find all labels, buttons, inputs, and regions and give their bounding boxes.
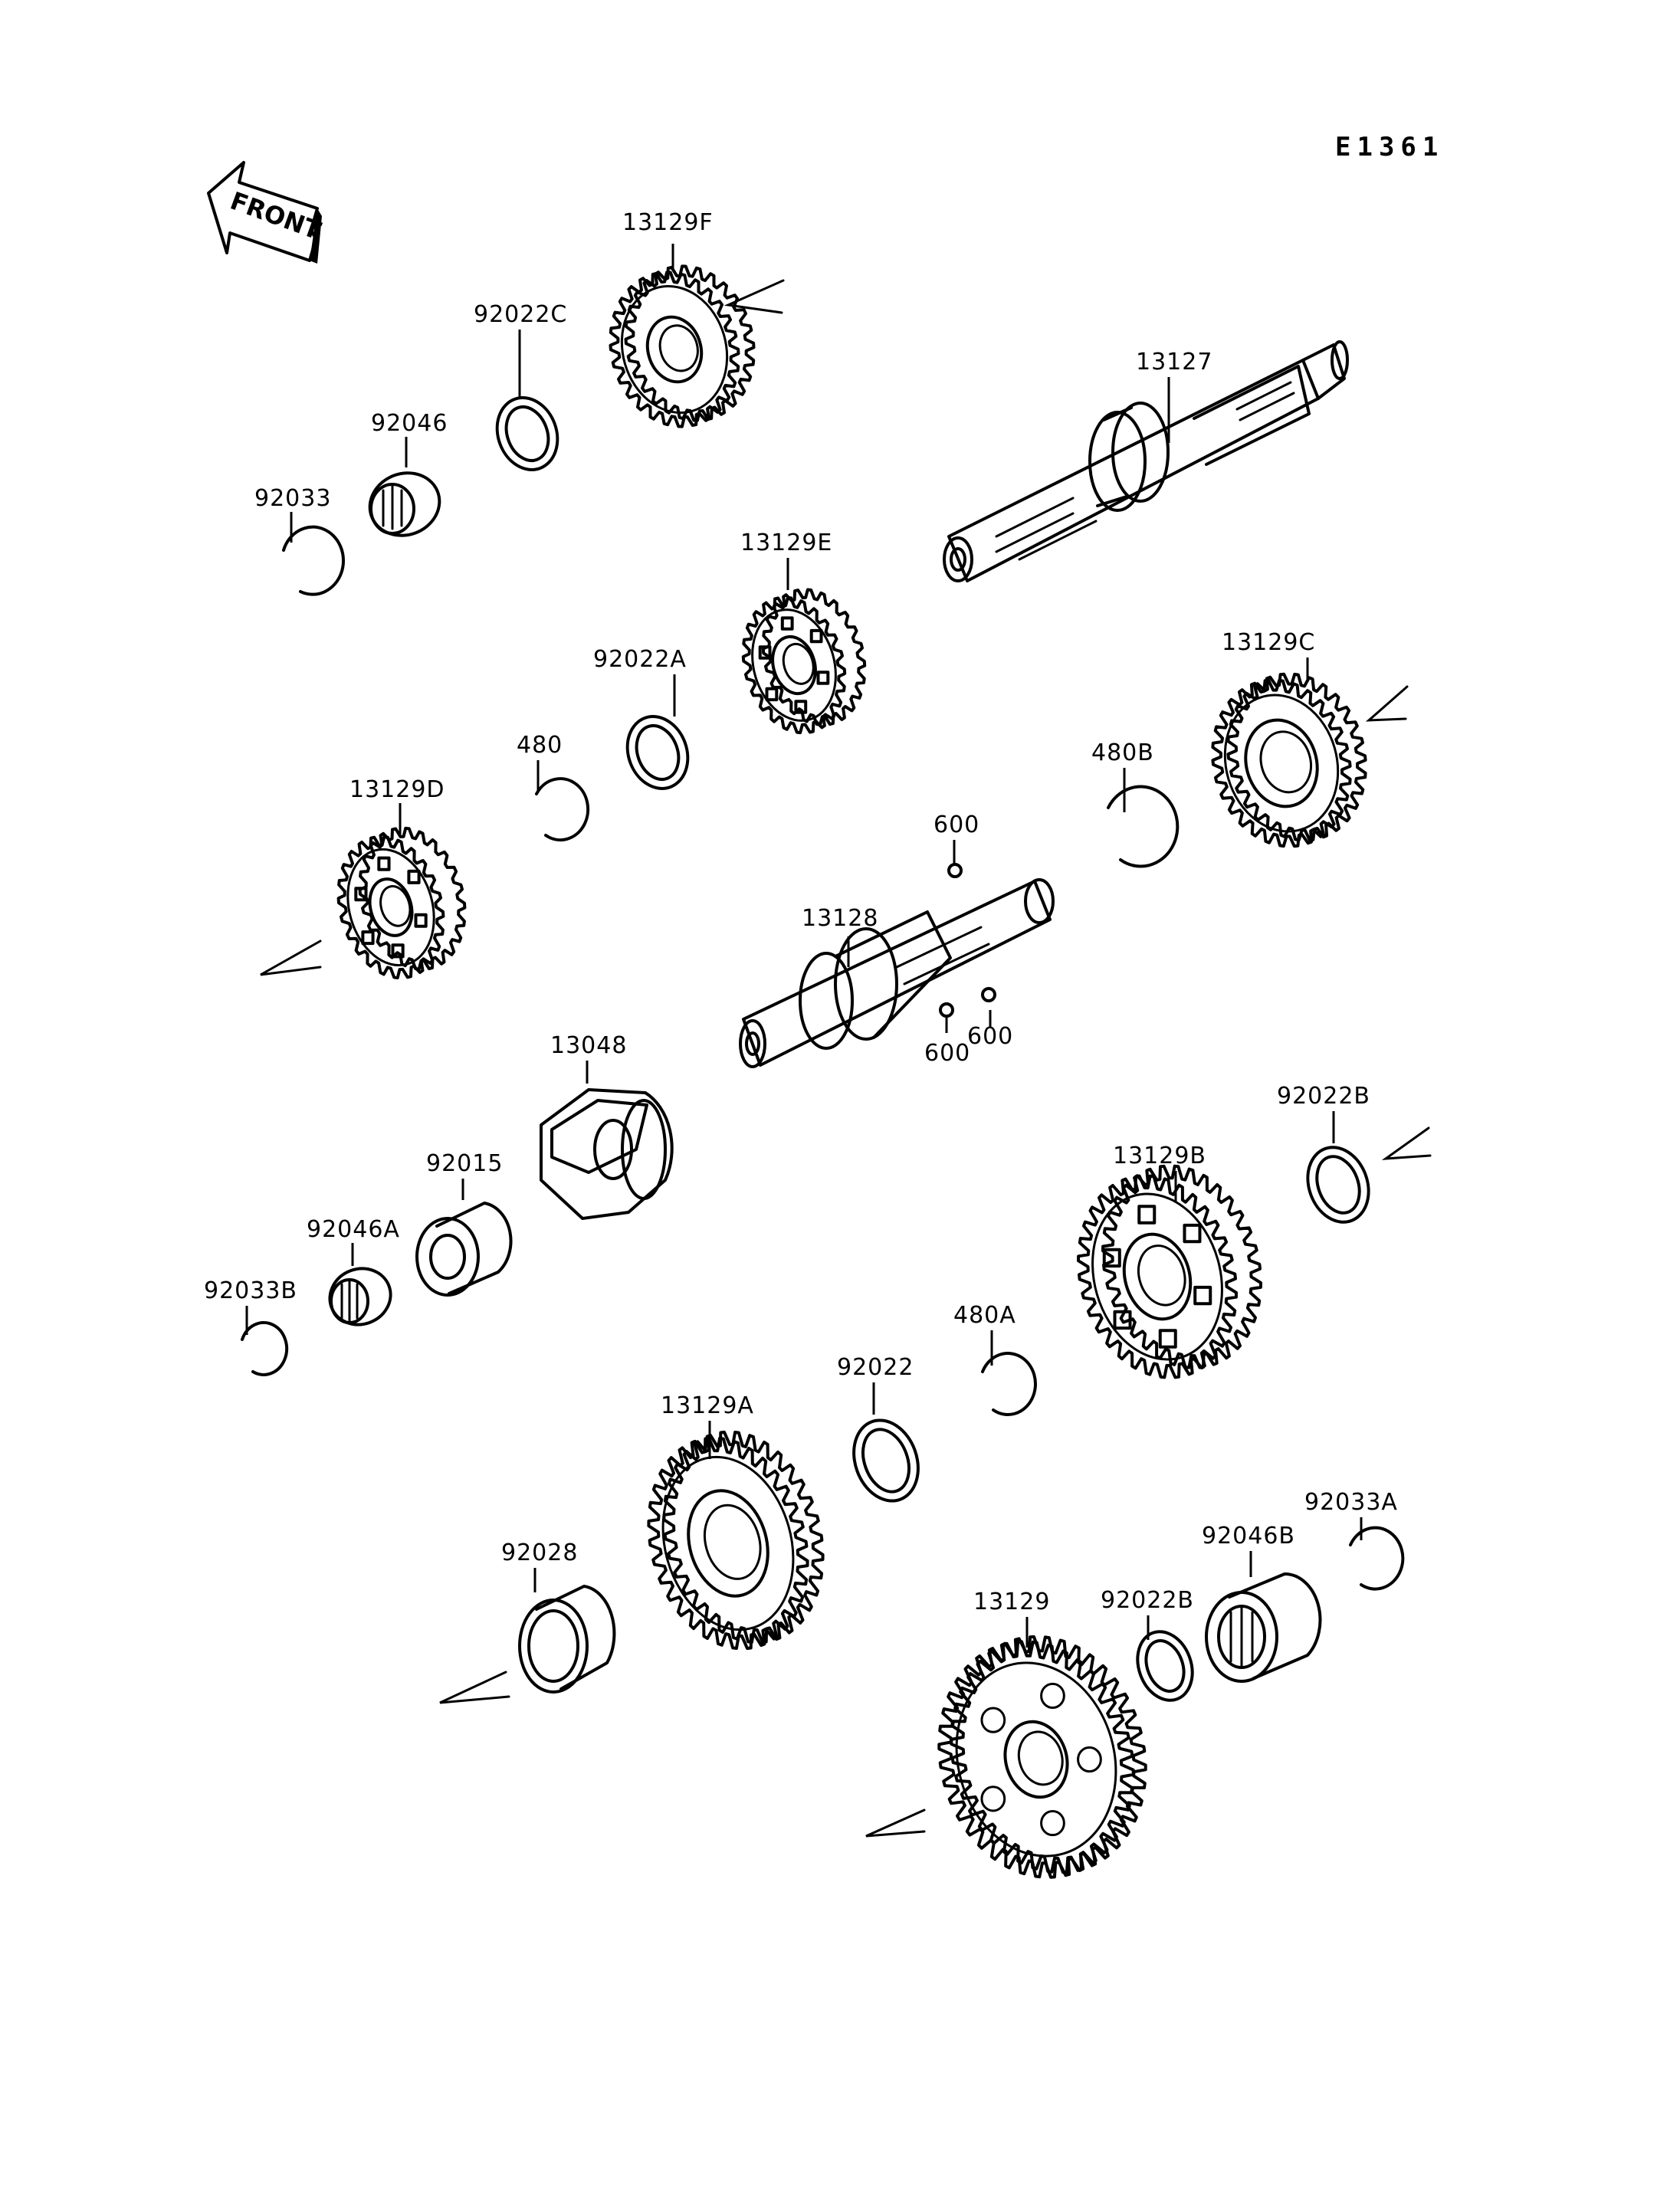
label-92015: 92015 <box>426 1150 503 1177</box>
collar-92015 <box>415 1202 513 1297</box>
label-13129B: 13129B <box>1113 1143 1206 1169</box>
gear-13129F <box>609 264 756 428</box>
direction-arrow-icons <box>260 279 1432 1838</box>
label-13048: 13048 <box>550 1032 627 1059</box>
gear-13129 <box>937 1635 1147 1879</box>
circlip-92033 <box>282 525 346 596</box>
shaft-13127 <box>943 340 1349 582</box>
shift-dog-13048 <box>540 1088 674 1220</box>
parts-layer <box>241 264 1405 1879</box>
gear-13129C <box>1211 672 1367 848</box>
label-92022B-upper: 92022B <box>1277 1083 1370 1110</box>
label-480B: 480B <box>1091 739 1154 766</box>
label-13129E: 13129E <box>740 530 832 556</box>
front-arrow-icon: FRONT <box>207 161 325 264</box>
label-92022: 92022 <box>837 1354 914 1381</box>
ball-600-right <box>981 987 996 1002</box>
washer-92022A <box>625 715 690 790</box>
bushing-92028 <box>518 1585 616 1694</box>
label-92022B-lower: 92022B <box>1101 1587 1194 1614</box>
label-480: 480 <box>517 732 563 759</box>
washer-92022B-lower <box>1136 1630 1194 1702</box>
gear-13129B <box>1077 1164 1262 1379</box>
label-92033: 92033 <box>254 485 331 512</box>
label-13129C: 13129C <box>1222 629 1315 656</box>
label-92033A: 92033A <box>1304 1489 1398 1516</box>
washer-92022B-upper <box>1306 1146 1370 1224</box>
label-480A: 480A <box>953 1302 1016 1329</box>
gear-13129A <box>647 1430 825 1651</box>
gear-13129E-back <box>761 588 867 726</box>
gear-13129D-face <box>336 835 445 979</box>
label-13129F: 13129F <box>622 209 714 236</box>
part-labels: 13129F 92022C 92046 92033 13127 13129E 9… <box>204 209 1398 1615</box>
label-600-left: 600 <box>924 1040 970 1067</box>
circlip-480B <box>1107 785 1180 868</box>
gear-13129A-face <box>647 1436 809 1651</box>
gear-13129B-back <box>1101 1164 1262 1369</box>
circlip-92033B <box>241 1321 289 1376</box>
label-600-right: 600 <box>967 1023 1013 1050</box>
ball-600-left <box>939 1002 954 1018</box>
washer-92022C <box>495 396 559 471</box>
gear-13129C-back <box>1226 672 1367 842</box>
shaft-13128-gear <box>799 910 952 1050</box>
label-13127: 13127 <box>1136 349 1212 375</box>
gear-13129D <box>336 826 467 979</box>
gear-13129E-face <box>741 595 847 735</box>
gears-group <box>336 264 1367 1879</box>
washer-92022 <box>852 1418 920 1503</box>
gear-13129B-face <box>1077 1174 1238 1379</box>
shaft-13128 <box>739 878 1055 1068</box>
label-13129D: 13129D <box>349 776 445 803</box>
diagram-code: E1361 <box>1335 132 1444 162</box>
direction-arrow-icon <box>260 939 322 976</box>
direction-arrow-icon <box>1365 685 1409 722</box>
gear-13129-face <box>937 1640 1135 1879</box>
label-600-top: 600 <box>934 812 979 838</box>
gear-13129D-back <box>358 826 467 971</box>
label-92022A: 92022A <box>593 646 687 673</box>
gear-13129F-back <box>624 264 756 422</box>
circlip-480 <box>535 777 590 842</box>
gear-13129F-face <box>609 271 740 428</box>
label-92046: 92046 <box>371 410 448 437</box>
gear-13129E <box>741 588 867 735</box>
bearing-92046 <box>368 471 441 537</box>
label-13129A: 13129A <box>661 1392 754 1419</box>
shaft-13127-gear <box>1088 402 1170 512</box>
leader-lines <box>245 244 1363 1648</box>
ball-600-top <box>947 863 963 878</box>
direction-arrow-icon <box>439 1671 510 1704</box>
label-92046A: 92046A <box>307 1216 400 1243</box>
label-92033B: 92033B <box>204 1277 297 1304</box>
bearing-92046B <box>1205 1572 1322 1683</box>
direction-arrow-icon <box>865 1808 926 1838</box>
label-92022C: 92022C <box>474 301 567 328</box>
circlip-92033A <box>1349 1526 1405 1591</box>
bearing-92046A <box>328 1267 392 1326</box>
label-92046B: 92046B <box>1202 1523 1295 1549</box>
circlip-480A <box>981 1352 1037 1416</box>
gear-13129C-face <box>1211 678 1352 848</box>
direction-arrow-icon <box>1381 1126 1432 1160</box>
label-92028: 92028 <box>501 1540 578 1566</box>
gear-13129A-back <box>662 1430 825 1644</box>
label-13129: 13129 <box>973 1589 1050 1615</box>
direction-arrow-icon <box>724 279 785 314</box>
